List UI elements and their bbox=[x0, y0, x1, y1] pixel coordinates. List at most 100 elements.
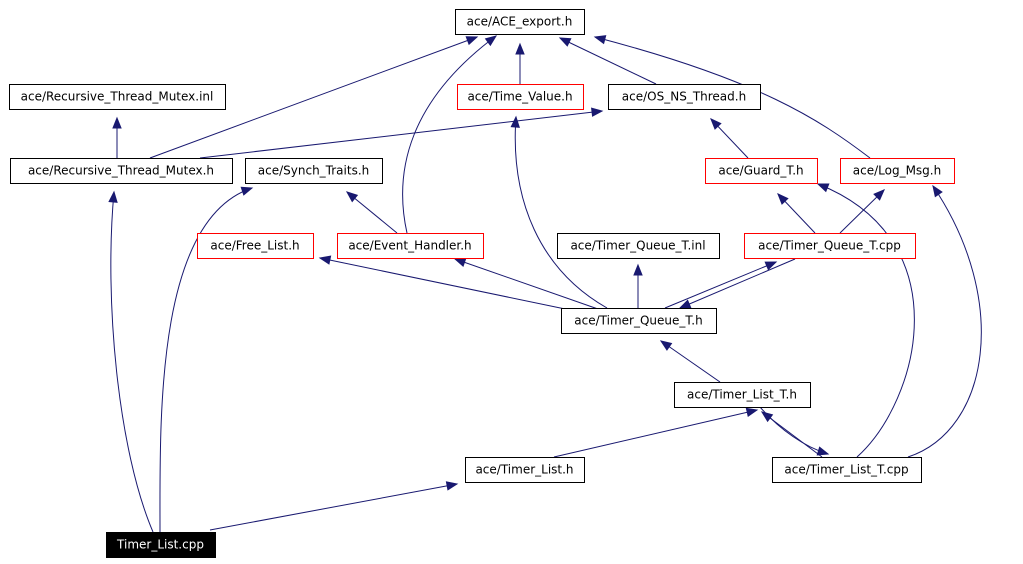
edge-tlt-h-to-tq-h bbox=[659, 340, 721, 383]
edge-line bbox=[346, 191, 398, 234]
edge-tlt-cpp-to-guard-t bbox=[816, 183, 915, 458]
node-label: ace/Free_List.h bbox=[210, 239, 299, 253]
node-tlt-cpp[interactable]: ace/Timer_List_T.cpp bbox=[772, 457, 922, 483]
node-box bbox=[337, 233, 484, 259]
node-box bbox=[10, 158, 233, 184]
edge-line bbox=[319, 257, 571, 311]
node-box bbox=[106, 532, 216, 558]
node-box bbox=[772, 457, 922, 483]
edge-root-to-synch-traits bbox=[159, 186, 254, 533]
node-tq-h[interactable]: ace/Timer_Queue_T.h bbox=[561, 308, 717, 334]
edge-line bbox=[594, 36, 871, 159]
edge-recursive-h-to-recursive-inl bbox=[112, 116, 122, 158]
node-time-value[interactable]: ace/Time_Value.h bbox=[457, 84, 584, 110]
node-box bbox=[457, 84, 584, 110]
edge-line bbox=[199, 110, 603, 159]
edge-line bbox=[209, 483, 458, 531]
node-label: ace/Time_Value.h bbox=[467, 90, 572, 104]
node-log-msg[interactable]: ace/Log_Msg.h bbox=[840, 158, 955, 184]
edge-line bbox=[907, 185, 982, 458]
node-synch-traits[interactable]: ace/Synch_Traits.h bbox=[245, 158, 383, 184]
node-box bbox=[674, 382, 811, 408]
edge-line bbox=[817, 183, 915, 458]
node-label: ace/Recursive_Thread_Mutex.h bbox=[28, 164, 214, 178]
node-label: ace/OS_NS_Thread.h bbox=[622, 90, 746, 104]
arrowhead-icon bbox=[453, 257, 467, 267]
node-label: ace/Timer_Queue_T.cpp bbox=[758, 239, 901, 253]
edge-root-to-tl-h bbox=[209, 481, 459, 531]
node-label: ace/Event_Handler.h bbox=[348, 239, 471, 253]
edge-line bbox=[660, 340, 721, 383]
node-free-list[interactable]: ace/Free_List.h bbox=[197, 233, 314, 259]
edge-line bbox=[664, 261, 777, 309]
node-label: ace/Log_Msg.h bbox=[853, 164, 941, 178]
node-box bbox=[744, 233, 916, 259]
edge-line bbox=[149, 36, 478, 159]
arrowhead-icon bbox=[873, 189, 885, 201]
edge-tq-h-to-tq-inl bbox=[633, 263, 643, 308]
edge-event-handler-to-synch-traits bbox=[345, 191, 398, 234]
arrowhead-icon bbox=[764, 261, 778, 271]
node-recursive-h[interactable]: ace/Recursive_Thread_Mutex.h bbox=[10, 158, 233, 184]
node-box bbox=[608, 84, 761, 110]
arrowhead-icon bbox=[484, 35, 498, 47]
arrowhead-icon bbox=[108, 190, 118, 203]
node-tq-cpp[interactable]: ace/Timer_Queue_T.cpp bbox=[744, 233, 916, 259]
node-box bbox=[455, 9, 585, 35]
arrowhead-icon bbox=[678, 299, 692, 309]
edge-tq-h-to-event-handler bbox=[453, 257, 599, 310]
arrowhead-icon bbox=[112, 116, 122, 129]
arrowhead-icon bbox=[745, 407, 759, 417]
edge-tq-cpp-to-tq-h bbox=[678, 258, 796, 309]
node-box bbox=[465, 457, 585, 483]
edge-line bbox=[159, 187, 253, 533]
node-tlt-h[interactable]: ace/Timer_List_T.h bbox=[674, 382, 811, 408]
node-label: ace/Synch_Traits.h bbox=[258, 164, 369, 178]
edge-guard-t-to-os-ns-thread bbox=[710, 118, 749, 159]
node-recursive-inl[interactable]: ace/Recursive_Thread_Mutex.inl bbox=[9, 84, 226, 110]
node-event-handler[interactable]: ace/Event_Handler.h bbox=[337, 233, 484, 259]
arrowhead-icon bbox=[633, 263, 643, 276]
arrowhead-icon bbox=[240, 186, 254, 196]
node-label: ace/ACE_export.h bbox=[467, 15, 573, 29]
edge-recursive-h-to-os-ns-thread bbox=[199, 107, 604, 159]
edge-line bbox=[553, 409, 758, 458]
arrowhead-icon bbox=[816, 446, 830, 456]
edge-log-msg-to-ace-export bbox=[593, 35, 871, 159]
node-os-ns-thread[interactable]: ace/OS_NS_Thread.h bbox=[608, 84, 761, 110]
edge-tl-h-to-tlt-h bbox=[553, 407, 759, 458]
edge-root-to-recursive-h bbox=[108, 190, 154, 533]
edge-line bbox=[454, 258, 599, 310]
node-ace-export[interactable]: ace/ACE_export.h bbox=[455, 9, 585, 35]
node-label: Timer_List.cpp bbox=[116, 538, 204, 552]
node-label: ace/Guard_T.h bbox=[718, 164, 803, 178]
node-guard-t[interactable]: ace/Guard_T.h bbox=[705, 158, 818, 184]
node-tq-inl[interactable]: ace/Timer_Queue_T.inl bbox=[557, 233, 720, 259]
edge-line bbox=[402, 35, 497, 234]
arrowhead-icon bbox=[445, 481, 459, 491]
edge-line bbox=[679, 258, 796, 309]
node-box bbox=[9, 84, 226, 110]
arrowhead-icon bbox=[932, 184, 943, 198]
arrowhead-icon bbox=[710, 118, 722, 130]
node-tl-h[interactable]: ace/Timer_List.h bbox=[465, 457, 585, 483]
edge-line bbox=[514, 116, 608, 309]
edge-line bbox=[110, 191, 154, 533]
arrowhead-icon bbox=[345, 191, 359, 203]
edge-line bbox=[559, 37, 657, 85]
node-label: ace/Timer_List_T.cpp bbox=[784, 463, 908, 477]
arrowhead-icon bbox=[777, 193, 789, 205]
node-label: ace/Recursive_Thread_Mutex.inl bbox=[21, 90, 214, 104]
arrowhead-icon bbox=[659, 340, 673, 351]
node-root[interactable]: Timer_List.cpp bbox=[106, 532, 216, 558]
arrowhead-icon bbox=[318, 255, 332, 265]
node-box bbox=[840, 158, 955, 184]
edge-recursive-h-to-ace-export bbox=[149, 36, 479, 159]
nodes-layer: ace/ACE_export.h ace/Recursive_Thread_Mut… bbox=[9, 9, 955, 558]
node-box bbox=[557, 233, 720, 259]
edge-tlt-cpp-to-log-msg bbox=[907, 184, 982, 458]
node-label: ace/Timer_Queue_T.inl bbox=[570, 239, 705, 253]
edges-layer bbox=[108, 35, 982, 533]
node-box bbox=[245, 158, 383, 184]
